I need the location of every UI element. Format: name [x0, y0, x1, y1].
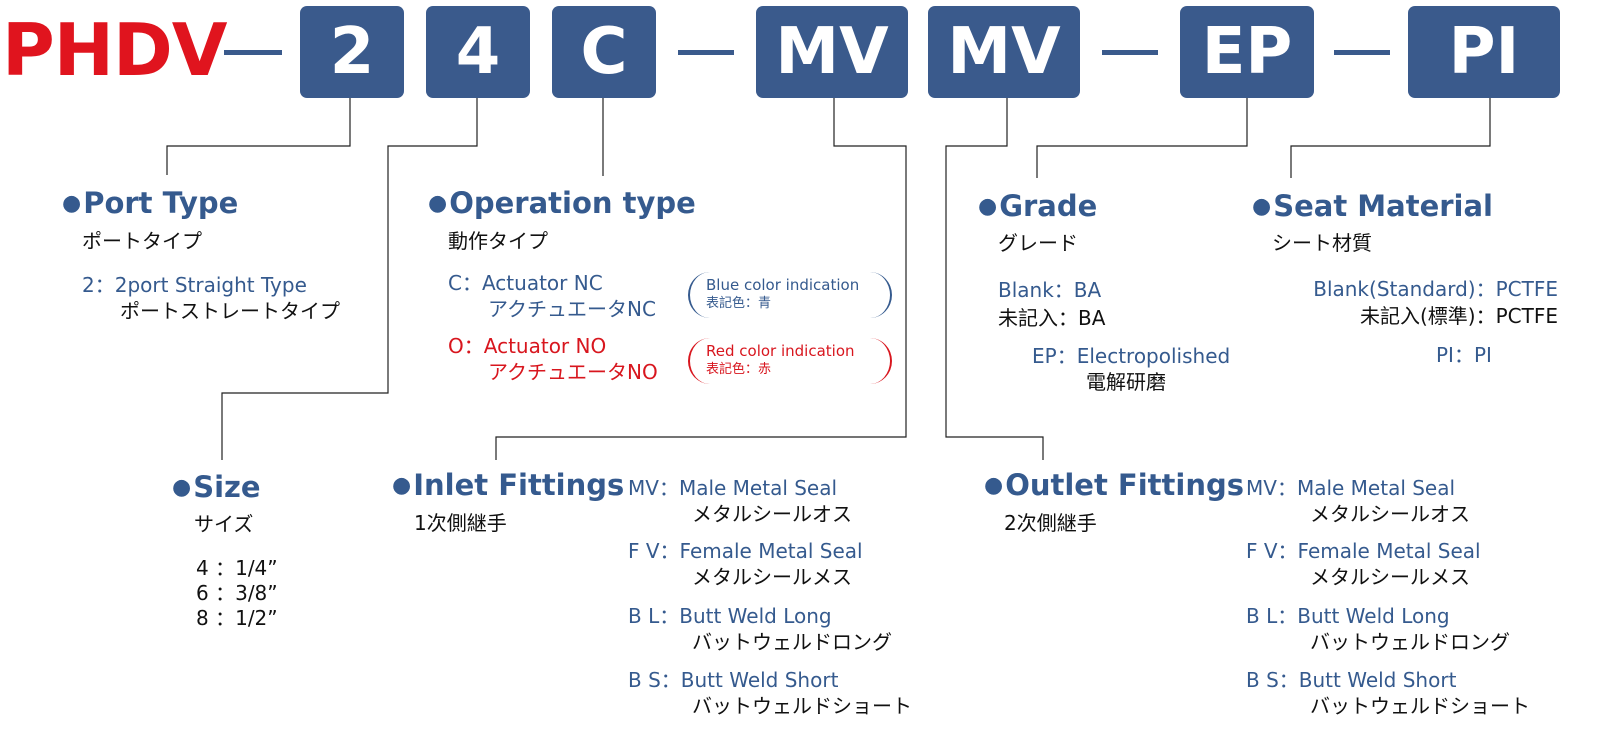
blue-indication-note: Blue color indication [706, 276, 860, 294]
outlet-item-bl: B L：Butt Weld Long [1246, 604, 1450, 628]
size-item: 8 ：1/2” [196, 606, 278, 630]
operation-type-subtitle: 動作タイプ [448, 229, 548, 253]
inlet-heading: ●Inlet Fittings [392, 468, 625, 502]
inlet-item-bs: B S：Butt Weld Short [628, 668, 839, 692]
size-subtitle: サイズ [194, 512, 254, 536]
grade-subtitle: グレード [998, 231, 1078, 255]
size-item: 4 ：1/4” [196, 556, 278, 580]
code-box-seat: PI [1408, 6, 1560, 98]
outlet-heading: ●Outlet Fittings [984, 468, 1245, 502]
grade-item-ep: EP：Electropolished [1032, 344, 1231, 368]
code-box-size: 4 [426, 6, 530, 98]
seat-item-blank: Blank(Standard)：PCTFE [1313, 277, 1558, 301]
inlet-item-bl: B L：Butt Weld Long [628, 604, 832, 628]
operation-item-o-jp: アクチュエータNO [488, 360, 658, 384]
grade-item-ep-jp: 電解研磨 [1086, 370, 1166, 394]
separator-dash [678, 50, 734, 55]
blue-indication-note-jp: 表記色：青 [706, 296, 772, 311]
port-type-subtitle: ポートタイプ [82, 229, 202, 253]
inlet-item-fv-jp: メタルシールメス [692, 565, 852, 589]
inlet-subtitle: 1次側継手 [414, 511, 507, 535]
inlet-item-mv-jp: メタルシールオス [692, 502, 852, 526]
port-type-item: 2：2port Straight Type [82, 273, 307, 297]
grade-item-blank: Blank：BA [998, 278, 1102, 302]
inlet-item-bs-jp: バットウェルドショート [692, 694, 912, 718]
code-box-grade: EP [1180, 6, 1314, 98]
inlet-item-mv: MV：Male Metal Seal [628, 476, 838, 500]
blue-indication-parens [688, 272, 892, 318]
port-type-heading: ●Port Type [62, 186, 239, 220]
size-heading: ●Size [172, 470, 261, 504]
outlet-subtitle: 2次側継手 [1004, 511, 1097, 535]
separator-dash [224, 50, 282, 55]
operation-item-c: C：Actuator NC [448, 271, 603, 295]
inlet-item-bl-jp: バットウェルドロング [692, 630, 892, 654]
outlet-item-bs: B S：Butt Weld Short [1246, 668, 1457, 692]
outlet-item-fv: F V：Female Metal Seal [1246, 539, 1481, 563]
grade-item-blank-jp: 未記入：BA [998, 306, 1106, 330]
seat-material-heading: ●Seat Material [1252, 189, 1493, 223]
separator-dash [1102, 50, 1158, 55]
size-item: 6 ：3/8” [196, 581, 278, 605]
seat-item-pi: PI：PI [1436, 343, 1492, 367]
operation-item-c-jp: アクチュエータNC [488, 297, 656, 321]
outlet-item-fv-jp: メタルシールメス [1310, 565, 1470, 589]
outlet-item-mv: MV：Male Metal Seal [1246, 476, 1456, 500]
operation-item-o: O：Actuator NO [448, 334, 607, 358]
seat-material-subtitle: シート材質 [1272, 231, 1372, 255]
code-box-operation: C [552, 6, 656, 98]
code-box-outlet: MV [928, 6, 1080, 98]
code-box-inlet: MV [756, 6, 908, 98]
red-indication-note-jp: 表記色：赤 [706, 362, 772, 377]
outlet-item-bs-jp: バットウェルドショート [1310, 694, 1530, 718]
seat-item-blank-jp: 未記入(標準)：PCTFE [1360, 304, 1558, 328]
outlet-item-bl-jp: バットウェルドロング [1310, 630, 1510, 654]
operation-type-heading: ●Operation type [428, 186, 696, 220]
red-indication-parens [688, 338, 892, 384]
code-box-port: 2 [300, 6, 404, 98]
grade-heading: ●Grade [978, 189, 1098, 223]
port-type-item-jp: ポートストレートタイプ [120, 299, 340, 323]
inlet-item-fv: F V：Female Metal Seal [628, 539, 863, 563]
outlet-item-mv-jp: メタルシールオス [1310, 502, 1470, 526]
red-indication-note: Red color indication [706, 342, 855, 360]
model-prefix: PHDV [2, 8, 228, 92]
separator-dash [1334, 50, 1390, 55]
